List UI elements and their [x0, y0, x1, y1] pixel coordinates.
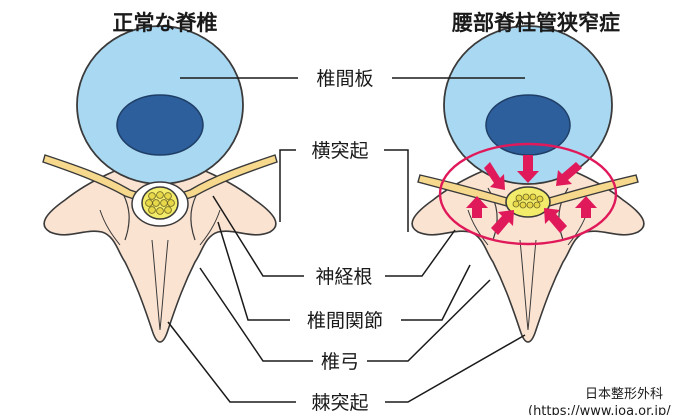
normal-vertebra — [43, 26, 277, 342]
label-facet-joint: 椎間関節 — [307, 310, 383, 332]
normal-disc-nucleus — [117, 95, 203, 155]
label-transverse-process: 横突起 — [311, 140, 368, 162]
credit-line-2: (https://www.joa.or.jp/ — [528, 404, 671, 415]
nerve-leader-right — [385, 230, 455, 276]
title-stenosis: 腰部脊柱管狭窄症 — [451, 11, 620, 35]
spinous-leader-right — [385, 335, 525, 402]
transverse-leader-left — [280, 150, 296, 222]
label-lamina: 椎弓 — [321, 351, 359, 373]
spinous-leader-left — [168, 322, 296, 402]
label-nerve-root: 神経根 — [315, 266, 372, 288]
lamina-leader-left — [200, 268, 313, 361]
label-disc: 椎間板 — [316, 68, 373, 90]
credit-line-1: 日本整形外科 — [585, 387, 663, 402]
facet-leader-right — [401, 265, 470, 320]
transverse-leader-right — [384, 150, 408, 232]
label-spinous-process: 棘突起 — [311, 392, 368, 414]
title-normal: 正常な脊椎 — [113, 11, 218, 35]
facet-leader-left — [218, 222, 290, 320]
stenosis-vertebra — [412, 26, 644, 342]
